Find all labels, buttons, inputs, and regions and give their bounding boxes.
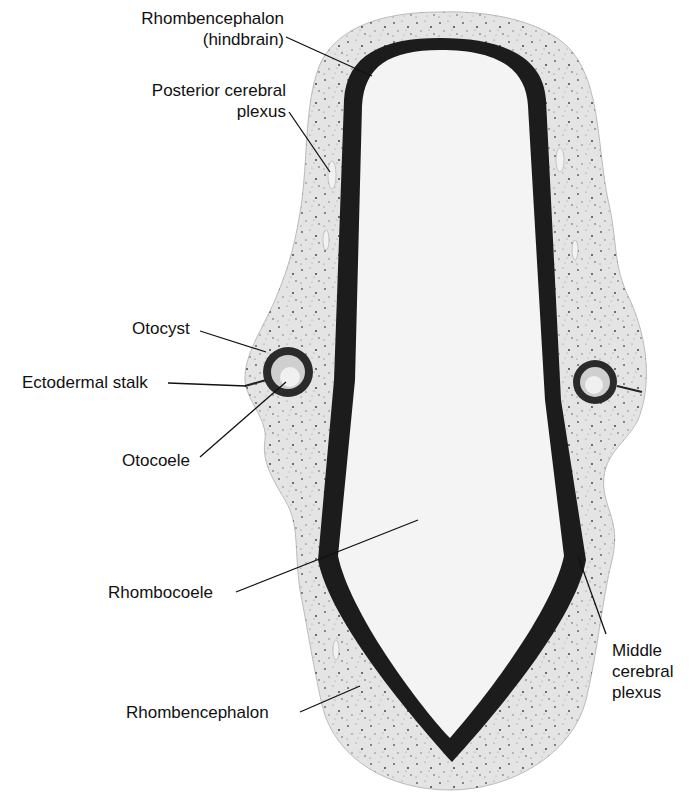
mesenchyme-texture xyxy=(245,12,646,790)
part-label: Otocoele xyxy=(122,450,242,471)
part-label: Rhombocoele xyxy=(108,582,248,603)
otocyst-left xyxy=(245,347,313,397)
part-label: Rhombencephalon xyxy=(126,702,301,723)
rhombocoele-lumen xyxy=(338,50,564,738)
part-label: Rhombencephalon (hindbrain) xyxy=(112,8,284,50)
leader-lines xyxy=(168,37,606,712)
part-label: Otocyst xyxy=(132,318,252,339)
mesenchyme xyxy=(245,12,646,790)
otocyst-right xyxy=(573,360,642,404)
part-label: Middle cerebral plexus xyxy=(612,640,690,703)
neural-tube-wall xyxy=(318,38,586,762)
part-label: Ectodermal stalk xyxy=(22,372,182,393)
part-label: Posterior cerebral plexus xyxy=(106,80,286,122)
